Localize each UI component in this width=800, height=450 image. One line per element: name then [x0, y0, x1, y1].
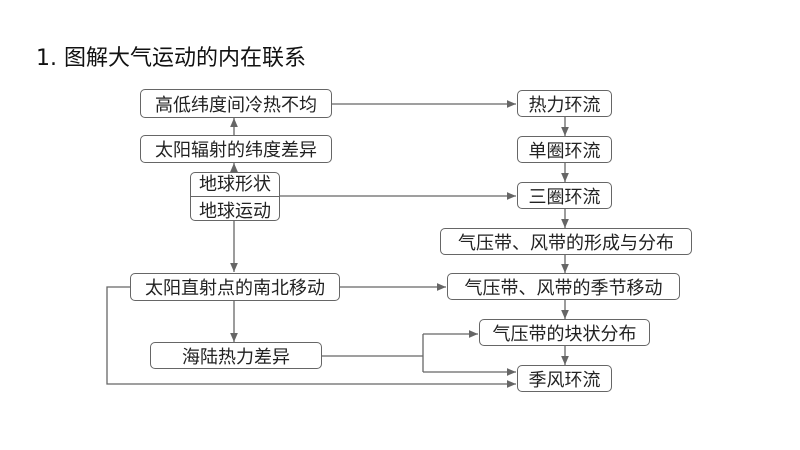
node-earth-motion: 地球运动	[199, 201, 271, 222]
node-formation: 气压带、风带的形成与分布	[440, 228, 692, 255]
node-thermal-circulation: 热力环流	[517, 90, 612, 117]
node-uneven-heat: 高低纬度间冷热不均	[140, 89, 332, 118]
page-title: 1. 图解大气运动的内在联系	[36, 46, 306, 71]
node-earth-shape: 地球形状	[191, 170, 279, 197]
node-solar-radiation: 太阳辐射的纬度差异	[140, 135, 332, 163]
node-earth: 地球形状 地球运动	[190, 170, 280, 222]
node-monsoon: 季风环流	[517, 365, 612, 392]
node-three-cell: 三圈环流	[517, 182, 612, 209]
line-direct-loop	[106, 286, 516, 388]
node-blocky: 气压带的块状分布	[479, 319, 650, 346]
node-seasonal-shift: 气压带、风带的季节移动	[447, 273, 680, 300]
node-single-cell: 单圈环流	[517, 136, 612, 163]
node-direct-point: 太阳直射点的南北移动	[130, 273, 340, 301]
node-land-sea: 海陆热力差异	[150, 342, 322, 369]
